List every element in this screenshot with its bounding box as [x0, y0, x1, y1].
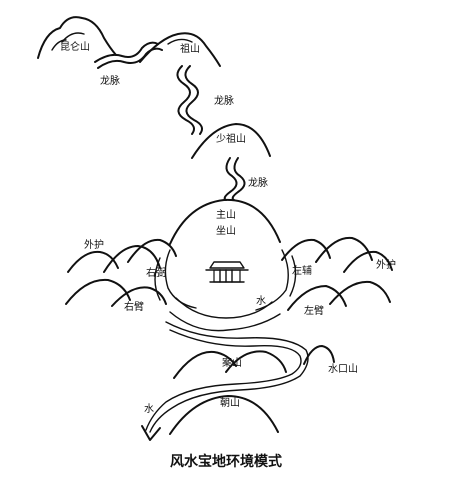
label-youbi-upper: 右弼	[146, 266, 166, 279]
label-zuobi: 左臂	[304, 304, 324, 317]
label-shuikoushan: 水口山	[328, 363, 358, 375]
label-shui-2: 水	[144, 403, 154, 415]
anshan-mountain	[173, 350, 287, 379]
label-waihu-right: 外护	[376, 258, 396, 271]
diagram-caption: 风水宝地环境模式	[170, 453, 282, 470]
shuikoushan-mountain	[303, 345, 335, 365]
label-zushan: 祖山	[180, 42, 200, 55]
waihu-right-mountains	[281, 236, 393, 273]
zhushan-mountain	[169, 198, 281, 245]
zuobi-lower-mountains	[287, 280, 391, 311]
label-zuofu: 左辅	[292, 264, 312, 277]
label-chaoshan: 朝山	[220, 397, 240, 409]
label-kunlun: 昆仑山	[60, 40, 90, 53]
river	[141, 297, 309, 441]
label-youbi-lower: 右臂	[124, 300, 144, 313]
kunlun-mountain	[37, 16, 117, 59]
label-zhushan: 主山	[216, 209, 236, 221]
dragon-vein-2	[176, 65, 203, 135]
dwelling-building	[205, 261, 249, 283]
label-longmai-2: 龙脉	[214, 94, 234, 107]
label-anshan: 案山	[222, 356, 242, 369]
zushan-mountain	[139, 32, 221, 67]
youbi-lower-mountains	[65, 278, 167, 307]
inner-ridges	[154, 249, 297, 311]
label-longmai-1: 龙脉	[100, 74, 120, 87]
dragon-vein-3	[223, 157, 246, 201]
label-longmai-3: 龙脉	[248, 176, 268, 189]
waihu-left-mountains	[67, 238, 177, 273]
label-shui-1: 水	[256, 295, 266, 307]
label-shaozushan: 少祖山	[216, 132, 246, 145]
dragon-vein-1	[94, 41, 163, 69]
shaozushan-mountain	[191, 123, 271, 159]
label-waihu-left: 外护	[84, 238, 104, 251]
label-zuoshan: 坐山	[216, 225, 236, 237]
chaoshan-mountain	[169, 395, 279, 435]
